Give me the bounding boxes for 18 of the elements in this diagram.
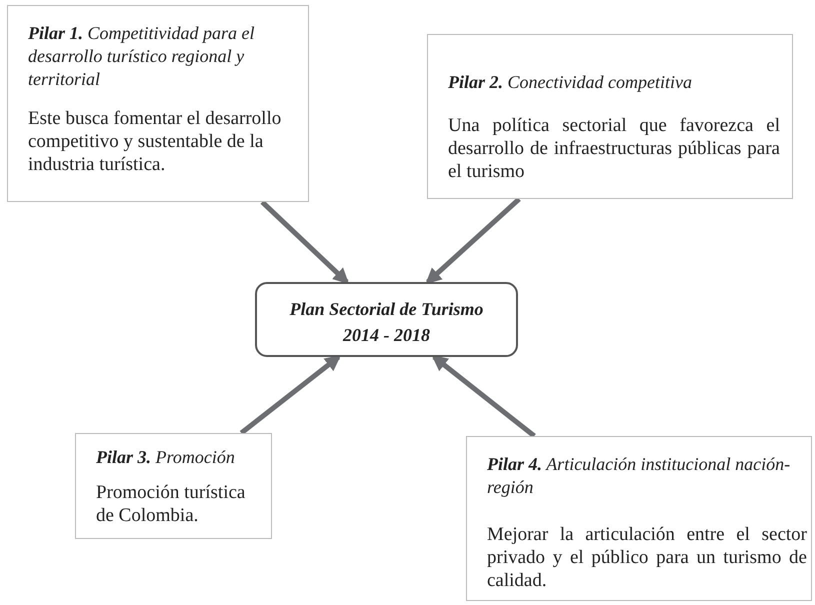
pillar-heading: Pilar 1. Competitividad para el desarrollo turístico regional y territorial [28, 22, 256, 91]
pillar-heading: Pilar 4. Articulación institucional nación-región [487, 453, 792, 499]
pillar-box [75, 433, 272, 539]
pillar-description: Este busca fomentar el desarrollo competitivo y sustentable de la industria turística. [28, 107, 282, 176]
pillar-description: Una política sectorial que favorezca el desarrollo de infraestructuras públicas para el turismo [448, 114, 780, 183]
arrow [260, 200, 350, 284]
central-title: Plan Sectorial de Turismo 2014 - 2018 [289, 298, 484, 347]
pillar-box [7, 5, 309, 202]
pillar-heading: Pilar 3. Promoción [96, 446, 236, 469]
arrow [240, 355, 342, 435]
pillar-heading: Pilar 2. Conectividad competitiva [448, 71, 693, 94]
pillar-box [427, 34, 793, 199]
pillar-description: Mejorar la articulación entre el sector privado y el público para un turismo de calidad. [487, 523, 807, 592]
arrow [425, 197, 521, 284]
arrow [432, 355, 536, 438]
central-box [255, 282, 518, 357]
pillar-box [466, 436, 812, 601]
pillar-description: Promoción turística de Colombia. [96, 481, 246, 527]
